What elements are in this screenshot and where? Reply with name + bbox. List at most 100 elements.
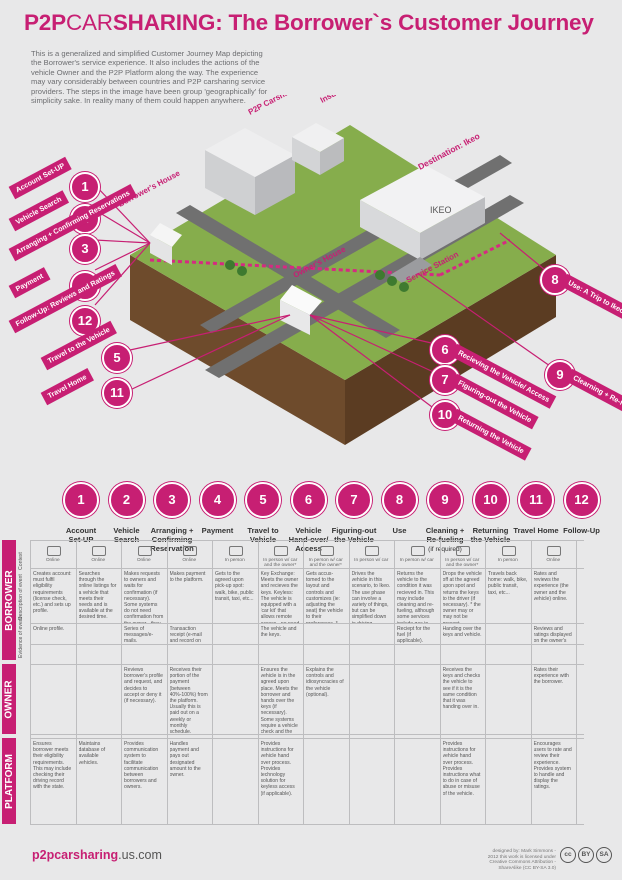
owner-house-roof <box>280 285 322 315</box>
owner-desc-cell <box>352 667 392 733</box>
step-label: Vehicle Search <box>104 526 150 544</box>
platform-desc-cell: Provides instructions for vehicle hand o… <box>442 741 481 797</box>
row-label-text: PLATFORM <box>3 753 15 809</box>
step-label-text: Vehicle Hand-over/ Access <box>289 526 329 553</box>
borrower-evidence-cell <box>306 626 346 644</box>
grid-col-line <box>576 540 577 824</box>
grid-row-line <box>30 568 584 569</box>
step-label-text: Vehicle Search <box>113 526 140 544</box>
context-cell: In person w/ car <box>354 558 389 563</box>
context-icon <box>501 546 516 556</box>
owner-desc-cell <box>488 667 528 733</box>
platform-desc-cell <box>306 741 346 821</box>
ikeo-building-front <box>360 200 420 260</box>
step-number-icon: 1 <box>63 482 99 518</box>
page-title: P2PCARSHARING: The Borrower`s Customer J… <box>24 10 614 36</box>
borrower-evidence-cell: Handing over the keys and vehicle. <box>442 626 482 639</box>
context-cell: Online <box>136 558 151 563</box>
sub-label-description: Description of event <box>18 574 24 620</box>
step-label: Travel to Vehicle <box>240 526 286 544</box>
insurance-building-front <box>292 137 320 175</box>
step-label-text: Arranging + Confirming Reservation <box>150 526 194 553</box>
platform-desc-cell <box>352 741 392 821</box>
step-number-icon: 6 <box>290 482 327 518</box>
owner-desc-cell: Receives the keys and checks the vehicle… <box>442 667 481 711</box>
company-building-side <box>255 155 295 215</box>
row-label-borrower: BORROWER <box>2 540 16 660</box>
context-cell: In person w/ car and the owner* <box>445 558 480 568</box>
ground-side-left <box>130 255 345 445</box>
title-rest: : The Borrower`s Customer Journey <box>215 10 594 35</box>
step-number-icon: 4 <box>199 482 236 518</box>
cc-by-icon: BY <box>578 847 594 863</box>
borrower-evidence-cell: Reviews and ratings displayed on the own… <box>533 626 572 644</box>
borrower-evidence-cell <box>488 626 528 644</box>
context-cell: In person w/ car and the owner* <box>308 558 343 568</box>
context-icon <box>92 546 107 556</box>
borrower-evidence-cell: Reciept for the fuel (if applicable). <box>397 626 431 644</box>
step-label: Vehicle Hand-over/ Access <box>286 526 332 553</box>
owner-desc-cell: Explains the controls and idiosyncracies… <box>306 667 344 698</box>
journey-path-2 <box>439 238 511 277</box>
borrower-desc-cell: Travels back home: walk, bike, public tr… <box>488 571 528 596</box>
left-tag-number: 1 <box>70 172 100 202</box>
platform-desc-cell <box>397 741 437 821</box>
borrower-desc-cell: Creates account: must fulfil eligibility… <box>33 571 72 615</box>
company-building-top <box>205 128 295 177</box>
ikeo-building-top <box>360 165 485 233</box>
owner-house <box>280 300 310 335</box>
step-label: Travel Home <box>513 526 559 535</box>
grid-row-line <box>30 824 584 825</box>
context-icon <box>456 546 471 556</box>
borrower-desc-cell: Searches through the online listings for… <box>78 571 117 621</box>
step-number-icon: 8 <box>381 482 418 518</box>
step-number-icon: 5 <box>245 482 281 518</box>
borrower-evidence-cell: The vehicle and the keys. <box>260 626 297 639</box>
context-icon <box>137 546 152 556</box>
ikeo-sign: IKEO <box>430 205 452 215</box>
left-tag-number: 3 <box>70 234 100 264</box>
grid-col-line <box>530 540 532 824</box>
grid-row-line <box>30 540 584 541</box>
borrower-desc-cell: Gets to the agreed upon pick-up spot: wa… <box>215 571 254 602</box>
borrower-desc-cell: Rates and reviews the experience (the ow… <box>533 571 569 602</box>
cc-sa-icon: SA <box>596 847 612 863</box>
context-icon <box>319 546 334 556</box>
sub-label-context: Context <box>18 552 24 570</box>
grid-col-line <box>394 540 395 824</box>
grid-col-line <box>166 540 168 824</box>
journey-path <box>149 258 441 277</box>
row-label-platform: PLATFORM <box>2 738 16 824</box>
borrower-desc-cell: Returns the vehicle to the condition it … <box>397 571 435 623</box>
borrower-evidence-cell: Transaction receipt (e-mail and record o… <box>169 626 202 644</box>
step-label-text: Follow-Up <box>563 526 600 535</box>
step-number-icon: 11 <box>518 482 554 518</box>
step-label: Figuring-out the Vehicle <box>331 526 377 544</box>
sub-label-evidence: Evidence of event <box>18 616 24 658</box>
borrower-evidence-cell <box>79 626 119 644</box>
grid-row-line <box>30 644 584 645</box>
borrower-house <box>150 235 172 265</box>
grid-col-line <box>303 540 304 824</box>
context-cell: In person w/ car and the owner* <box>263 558 298 568</box>
context-icon <box>274 546 289 556</box>
grid-row-line <box>30 738 584 739</box>
footer-credit: designed by: Mark Simmons - 2012 this wo… <box>487 849 556 871</box>
step-label-text: Figuring-out the Vehicle <box>331 526 377 544</box>
borrower-desc-cell: Gets accus-tomed to the layout and contr… <box>306 571 344 623</box>
owner-desc-cell <box>397 667 437 733</box>
step-label: Arranging + Confirming Reservation <box>149 526 195 553</box>
row-label-text: BORROWER <box>3 569 15 631</box>
grid-col-line <box>348 540 350 824</box>
step-label-text: Account Set-UP <box>65 526 97 544</box>
grid-col-line <box>257 540 259 824</box>
grid-row-line <box>30 623 584 624</box>
context-cell: In person <box>224 558 245 563</box>
